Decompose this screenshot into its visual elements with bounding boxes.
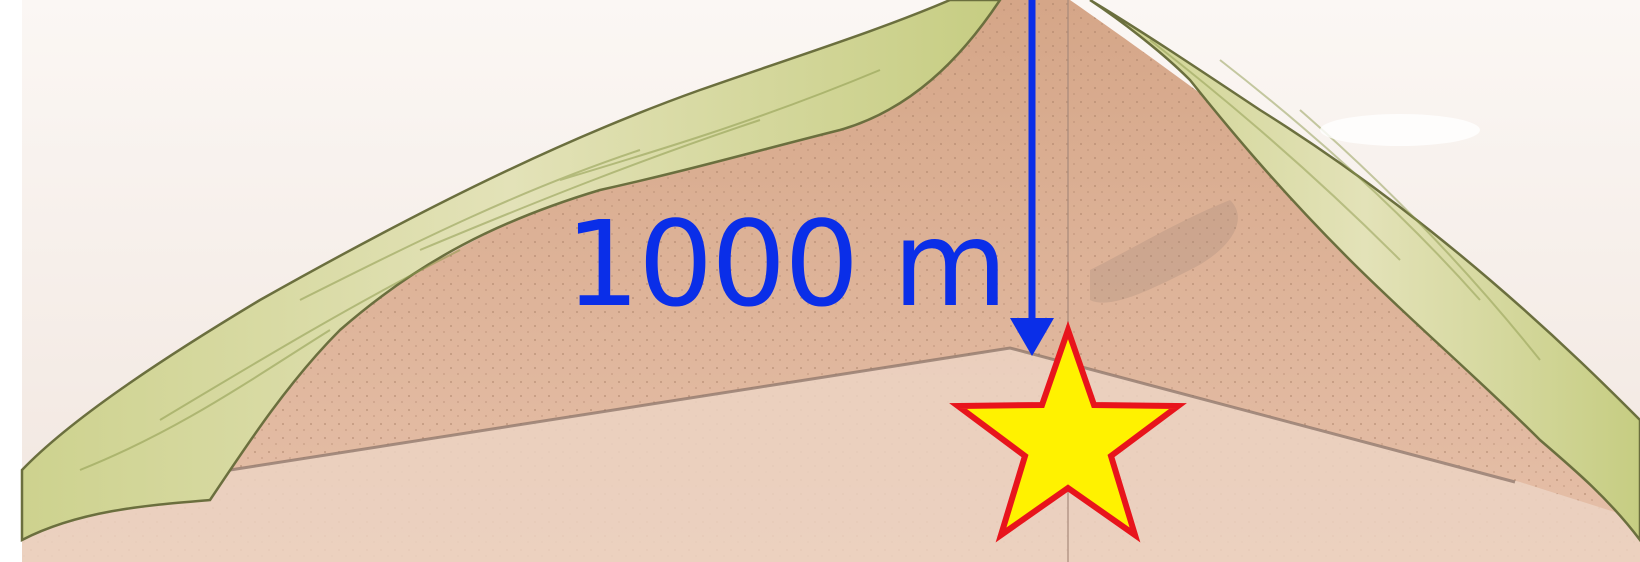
star-icon	[949, 320, 1187, 543]
bedrock-layer	[22, 348, 1640, 562]
layer-boundary-line	[229, 346, 1516, 484]
left-margin	[0, 0, 22, 562]
left-vegetation-band	[20, 0, 1002, 543]
left-vegetation-streaks	[79, 69, 881, 471]
snow-patch	[1320, 114, 1480, 146]
stipple-patch	[1090, 200, 1238, 303]
right-vegetation-band	[1089, 0, 1640, 543]
arrow-down-icon	[1010, 0, 1054, 356]
depth-label: 1000 m	[565, 195, 1006, 333]
